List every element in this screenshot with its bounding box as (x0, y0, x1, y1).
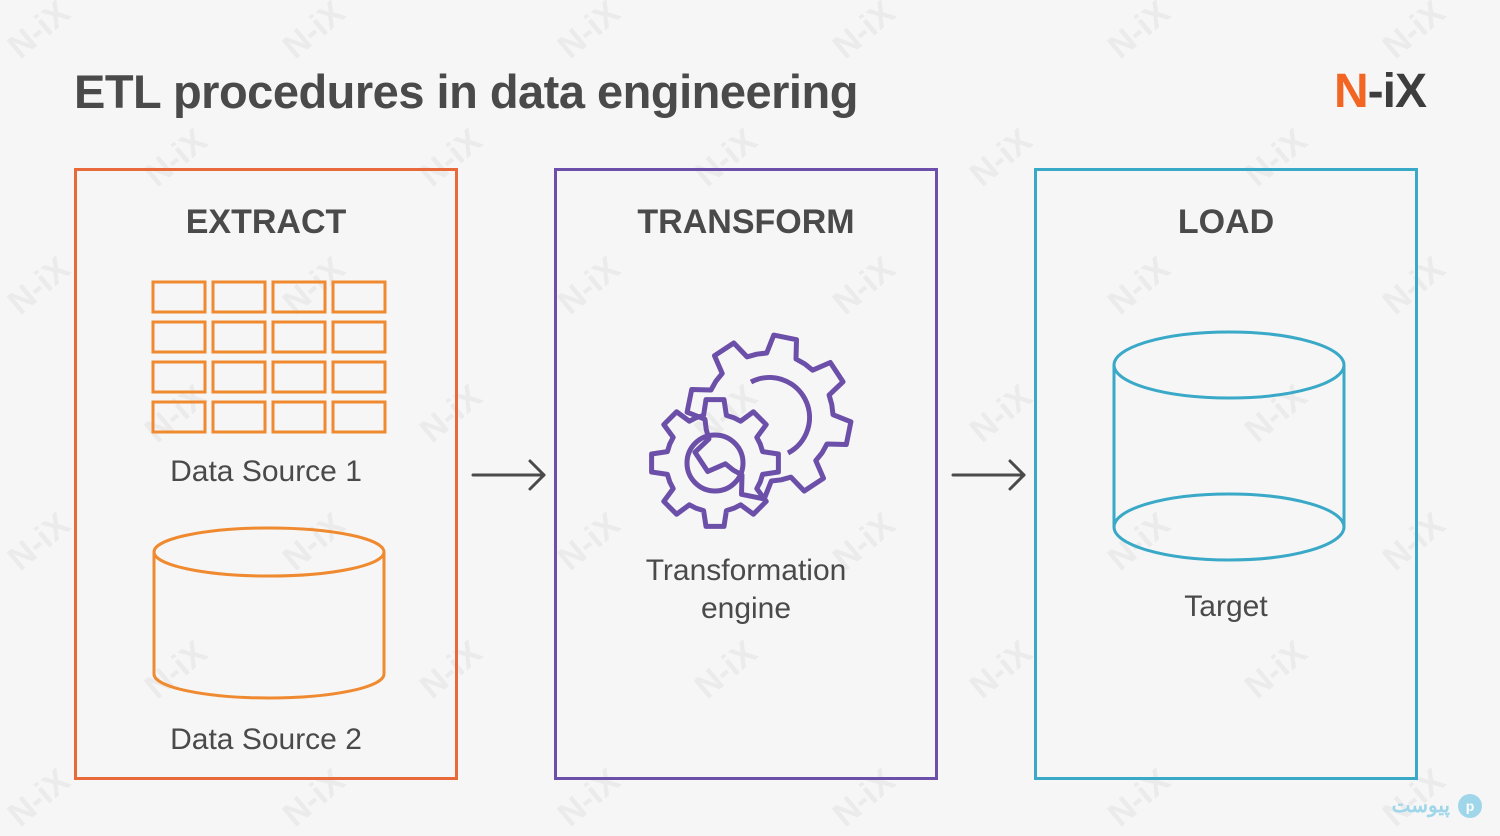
corner-badge: پیوست p (1392, 793, 1482, 818)
watermark-text-0: N-iX (1, 0, 78, 66)
transformation-engine-line-2: engine (700, 592, 792, 625)
logo-n: N (1333, 65, 1369, 118)
target-label: Target (1184, 590, 1268, 623)
small-gear-hub (684, 432, 746, 494)
transformation-engine-label: Transformation engine (557, 552, 935, 628)
transform-stage: TRANSFORM Transformation engine (554, 168, 938, 780)
corner-badge-text: پیوست (1391, 795, 1450, 817)
brand-logo: N-iX (1333, 64, 1427, 119)
arrow-right-icon (471, 459, 546, 491)
large-gear-inner-arc (749, 375, 812, 456)
logo-ix: -iX (1367, 65, 1427, 118)
watermark-text-42: N-iX (1, 761, 78, 834)
watermark-text-2: N-iX (551, 0, 628, 66)
watermark-text-5: N-iX (1376, 0, 1453, 66)
watermark-text-14: N-iX (1, 249, 78, 322)
page-title: ETL procedures in data engineering (74, 65, 858, 118)
small-gear-icon (649, 397, 781, 529)
watermark-text-1: N-iX (276, 0, 353, 66)
data-source-1-label: Data Source 1 (170, 455, 362, 488)
arrow-right-icon (951, 459, 1026, 491)
data-source-2-label: Data Source 2 (170, 723, 362, 756)
transformation-engine-line-1: Transformation (645, 554, 847, 587)
watermark-text-4: N-iX (1101, 0, 1178, 66)
watermark-text-38: N-iX (963, 633, 1040, 706)
load-title: LOAD (1177, 203, 1275, 241)
transform-title: TRANSFORM (637, 203, 855, 241)
large-gear-icon (684, 332, 854, 502)
watermark-text-3: N-iX (826, 0, 903, 66)
database-cylinder-icon (152, 526, 386, 700)
table-grid-icon (151, 280, 387, 434)
corner-badge-icon: p (1458, 793, 1482, 818)
extract-stage: EXTRACT Data Source 1 Data Source 2 (74, 168, 458, 780)
watermark-text-24: N-iX (963, 377, 1040, 450)
load-stage: LOAD Target (1034, 168, 1418, 780)
watermark-text-10: N-iX (963, 121, 1040, 194)
watermark-text-28: N-iX (1, 505, 78, 578)
gears-icon (649, 332, 854, 529)
database-cylinder-icon (1112, 330, 1346, 562)
extract-title: EXTRACT (185, 203, 347, 241)
